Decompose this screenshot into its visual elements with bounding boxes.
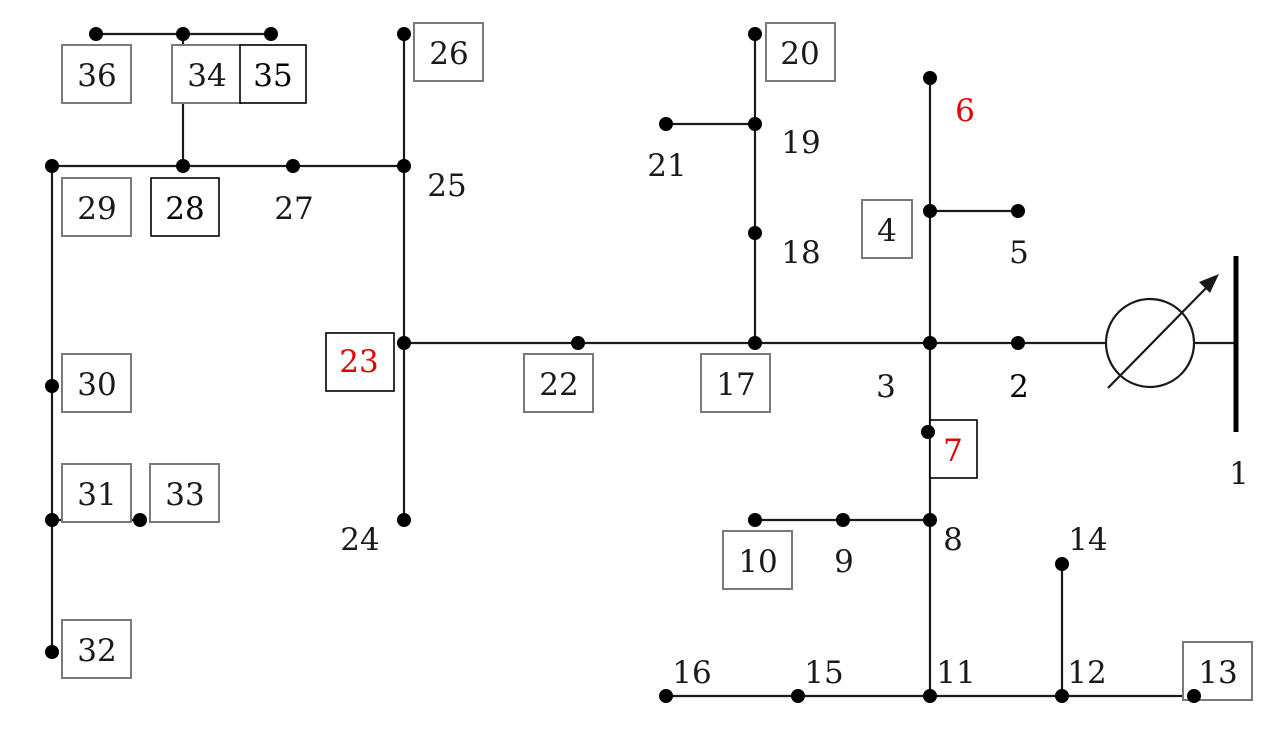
label-bus-20: 20 bbox=[780, 36, 819, 72]
node-13 bbox=[1187, 689, 1201, 703]
node-30 bbox=[45, 379, 59, 393]
node-21 bbox=[659, 117, 673, 131]
node-29 bbox=[45, 159, 59, 173]
box-29 bbox=[61, 177, 132, 237]
node-15 bbox=[791, 689, 805, 703]
box-33 bbox=[149, 463, 220, 523]
node-12 bbox=[1055, 689, 1069, 703]
bus-labels: 1 2 3 4 5 6 7 8 9 10 11 12 13 14 15 16 1… bbox=[77, 36, 1249, 691]
box-23 bbox=[325, 332, 395, 392]
label-bus-2: 2 bbox=[1009, 369, 1029, 405]
label-bus-35: 35 bbox=[253, 58, 292, 94]
label-bus-24: 24 bbox=[340, 522, 379, 558]
label-bus-21: 21 bbox=[647, 148, 686, 184]
label-bus-32: 32 bbox=[77, 633, 116, 669]
node-5 bbox=[1011, 204, 1025, 218]
label-bus-23: 23 bbox=[339, 344, 378, 380]
node-7 bbox=[921, 425, 935, 439]
box-7 bbox=[929, 419, 978, 479]
box-17 bbox=[700, 353, 771, 413]
node-32 bbox=[45, 645, 59, 659]
label-bus-8: 8 bbox=[943, 522, 963, 558]
box-22 bbox=[523, 353, 594, 413]
node-28 bbox=[176, 159, 190, 173]
label-bus-12: 12 bbox=[1067, 655, 1106, 691]
label-bus-13: 13 bbox=[1198, 655, 1237, 691]
transformer-icon bbox=[1104, 274, 1219, 389]
network-lines bbox=[50, 32, 1239, 698]
label-bus-5: 5 bbox=[1009, 235, 1029, 271]
box-10 bbox=[722, 530, 793, 590]
node-20 bbox=[748, 27, 762, 41]
label-bus-6: 6 bbox=[955, 93, 975, 129]
label-bus-30: 30 bbox=[77, 367, 116, 403]
box-20 bbox=[765, 22, 836, 82]
label-bus-9: 9 bbox=[834, 544, 854, 580]
label-boxes bbox=[61, 22, 1253, 701]
node-27 bbox=[286, 159, 300, 173]
node-31 bbox=[45, 513, 59, 527]
node-8 bbox=[923, 513, 937, 527]
node-4 bbox=[923, 204, 937, 218]
box-26 bbox=[413, 22, 484, 82]
box-28 bbox=[150, 177, 220, 237]
label-bus-26: 26 bbox=[429, 36, 468, 72]
label-bus-34: 34 bbox=[187, 58, 226, 94]
node-25 bbox=[397, 159, 411, 173]
label-bus-15: 15 bbox=[804, 655, 843, 691]
node-22 bbox=[571, 336, 585, 350]
node-11 bbox=[923, 689, 937, 703]
box-30 bbox=[61, 353, 132, 413]
label-bus-4: 4 bbox=[877, 213, 897, 249]
node-35 bbox=[264, 27, 278, 41]
label-bus-19: 19 bbox=[781, 125, 820, 161]
label-bus-29: 29 bbox=[77, 191, 116, 227]
label-bus-17: 17 bbox=[716, 367, 755, 403]
node-18 bbox=[748, 226, 762, 240]
box-36 bbox=[61, 44, 132, 104]
label-bus-16: 16 bbox=[672, 655, 711, 691]
label-bus-7: 7 bbox=[943, 433, 963, 469]
box-31 bbox=[61, 463, 132, 523]
box-32 bbox=[61, 619, 132, 679]
label-bus-1: 1 bbox=[1229, 456, 1249, 492]
node-24 bbox=[397, 513, 411, 527]
node-6 bbox=[923, 71, 937, 85]
node-10 bbox=[748, 513, 762, 527]
node-26 bbox=[397, 27, 411, 41]
node-33 bbox=[133, 513, 147, 527]
node-23 bbox=[397, 336, 411, 350]
node-36 bbox=[89, 27, 103, 41]
node-16 bbox=[659, 689, 673, 703]
node-34 bbox=[176, 27, 190, 41]
label-bus-27: 27 bbox=[274, 191, 313, 227]
node-9 bbox=[836, 513, 850, 527]
label-bus-11: 11 bbox=[936, 655, 975, 691]
node-14 bbox=[1055, 557, 1069, 571]
node-2 bbox=[1011, 336, 1025, 350]
box-35 bbox=[239, 44, 307, 104]
label-bus-31: 31 bbox=[77, 477, 116, 513]
label-bus-22: 22 bbox=[539, 367, 578, 403]
node-17 bbox=[748, 336, 762, 350]
label-bus-36: 36 bbox=[77, 58, 116, 94]
label-bus-25: 25 bbox=[427, 168, 466, 204]
label-bus-10: 10 bbox=[738, 544, 777, 580]
label-bus-3: 3 bbox=[876, 369, 896, 405]
bus-nodes bbox=[45, 27, 1201, 703]
label-bus-33: 33 bbox=[165, 477, 204, 513]
label-bus-28: 28 bbox=[165, 191, 204, 227]
node-3 bbox=[923, 336, 937, 350]
label-bus-18: 18 bbox=[781, 235, 820, 271]
label-bus-14: 14 bbox=[1068, 522, 1107, 558]
node-19 bbox=[748, 117, 762, 131]
box-4 bbox=[861, 199, 913, 259]
